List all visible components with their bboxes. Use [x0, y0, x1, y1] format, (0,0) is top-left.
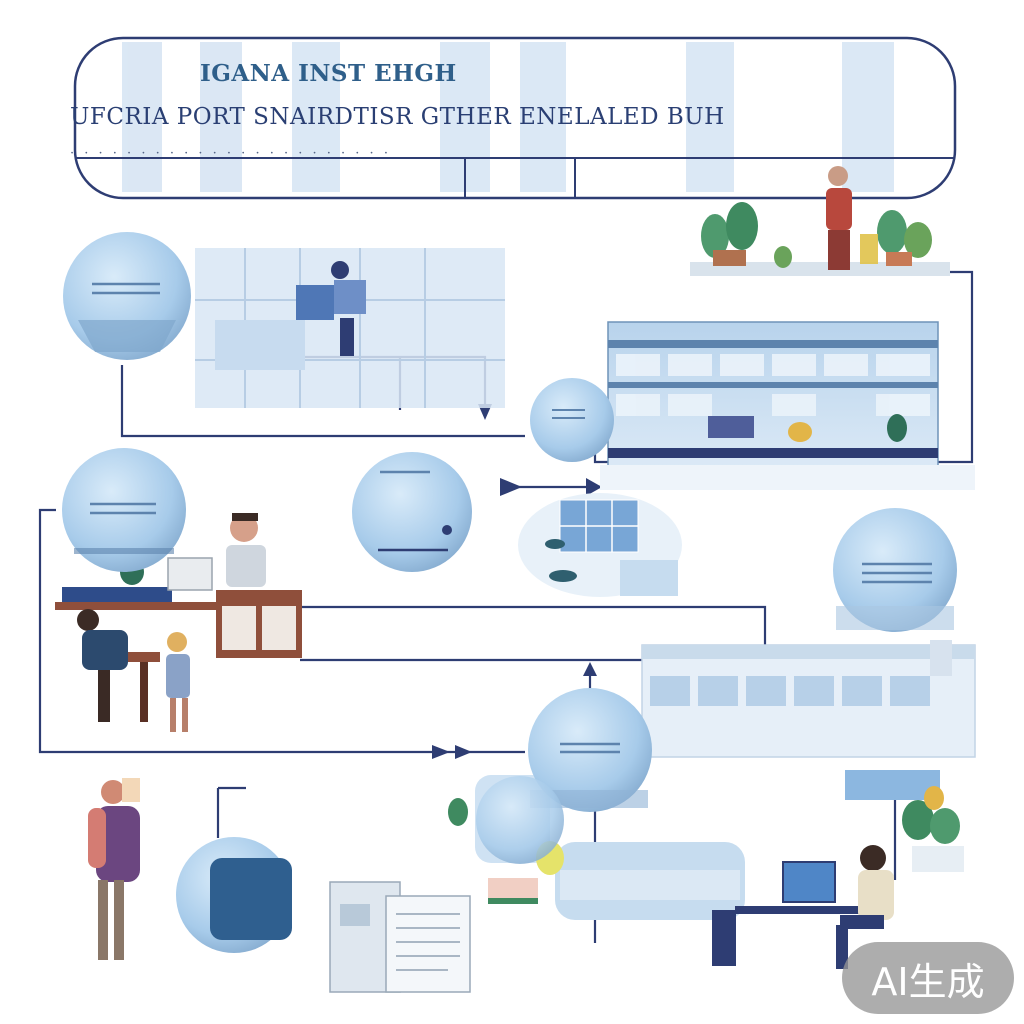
node-building-1 — [530, 378, 614, 462]
badge-label: AI生成 — [871, 959, 985, 1004]
person-icon — [296, 261, 366, 356]
monitor-icon — [167, 557, 213, 591]
header-panel — [73, 36, 957, 200]
plant-icon — [877, 210, 932, 266]
node-center — [352, 452, 472, 572]
person-icon — [836, 845, 894, 969]
plant-icon — [701, 202, 758, 266]
header-subtitle-line: UFCRIA PORT SNAIRDTISR GTHER ENELALED BU… — [70, 104, 725, 130]
person-icon — [77, 609, 128, 722]
solar-panel-cluster — [518, 493, 682, 597]
workstation-scene — [712, 786, 964, 969]
person-icon — [88, 778, 140, 960]
building-2 — [641, 640, 976, 800]
plant-icon — [902, 786, 964, 872]
header-title-line: IGANA INST EHGH — [200, 60, 457, 87]
node-right — [833, 508, 957, 632]
person-icon — [166, 632, 190, 732]
plant-icon — [788, 414, 907, 442]
node-lower-hall — [476, 776, 564, 864]
plant-icon — [448, 798, 468, 826]
node-desk — [62, 448, 186, 572]
person-icon — [226, 513, 266, 587]
office-window-scene — [195, 248, 505, 408]
document-icon — [329, 881, 471, 993]
node-bottom-left — [176, 837, 292, 953]
person-icon — [826, 166, 852, 270]
desk-office-scene — [55, 513, 302, 732]
node-top-left — [63, 232, 191, 360]
monitor-icon — [782, 861, 836, 903]
garden-scene — [690, 166, 950, 276]
building-1 — [600, 321, 975, 490]
header-caption-line: · · · · · · · · · · · · · · · · · · · · … — [70, 146, 391, 161]
ai-generated-badge: AI生成 — [842, 942, 1014, 1014]
